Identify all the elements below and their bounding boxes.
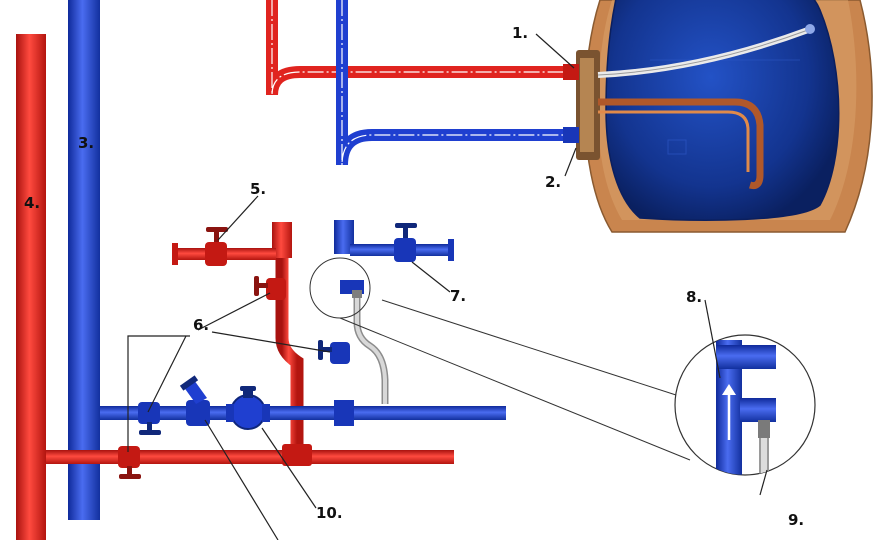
ball-valve-icon[interactable] <box>394 223 417 262</box>
ball-valve-icon[interactable] <box>118 446 141 479</box>
pressure-reducer-icon <box>226 386 270 430</box>
hot-water-riser <box>16 34 46 540</box>
check-valve-arrow-icon <box>722 384 736 440</box>
cold-water-riser <box>68 0 100 520</box>
drain-hose <box>353 298 389 404</box>
label-4: 4. <box>24 194 40 212</box>
label-7: 7. <box>450 287 466 305</box>
label-5: 5. <box>250 180 266 198</box>
hot-main-line <box>46 444 454 466</box>
label-9: 9. <box>788 511 804 529</box>
magnified-detail <box>309 257 816 476</box>
heating-element <box>598 98 764 189</box>
cold-main-line <box>100 406 506 420</box>
tee-fitting <box>334 400 354 426</box>
ball-valve-icon[interactable] <box>254 276 286 300</box>
label-6: 6. <box>193 316 209 334</box>
water-heater-tank <box>576 0 873 233</box>
label-10: 10. <box>316 504 343 522</box>
ball-valve-icon[interactable] <box>318 340 350 364</box>
check-valve-tee <box>340 280 364 298</box>
leader-lines <box>127 33 768 540</box>
label-2: 2. <box>545 173 561 191</box>
label-1: 1. <box>512 24 528 42</box>
y-strainer-icon <box>179 375 210 426</box>
ball-valve-icon[interactable] <box>205 227 228 266</box>
tank-cold-inlet <box>336 0 579 166</box>
callout-labels: 1. 2. 3. 4. 5. 6. 7. 8. 9. 10. <box>24 24 804 529</box>
label-3: 3. <box>78 134 94 152</box>
ball-valve-icon[interactable] <box>138 402 161 435</box>
label-8: 8. <box>686 288 702 306</box>
tank-hot-outlet <box>266 0 579 96</box>
hot-draw-tube <box>597 24 815 78</box>
